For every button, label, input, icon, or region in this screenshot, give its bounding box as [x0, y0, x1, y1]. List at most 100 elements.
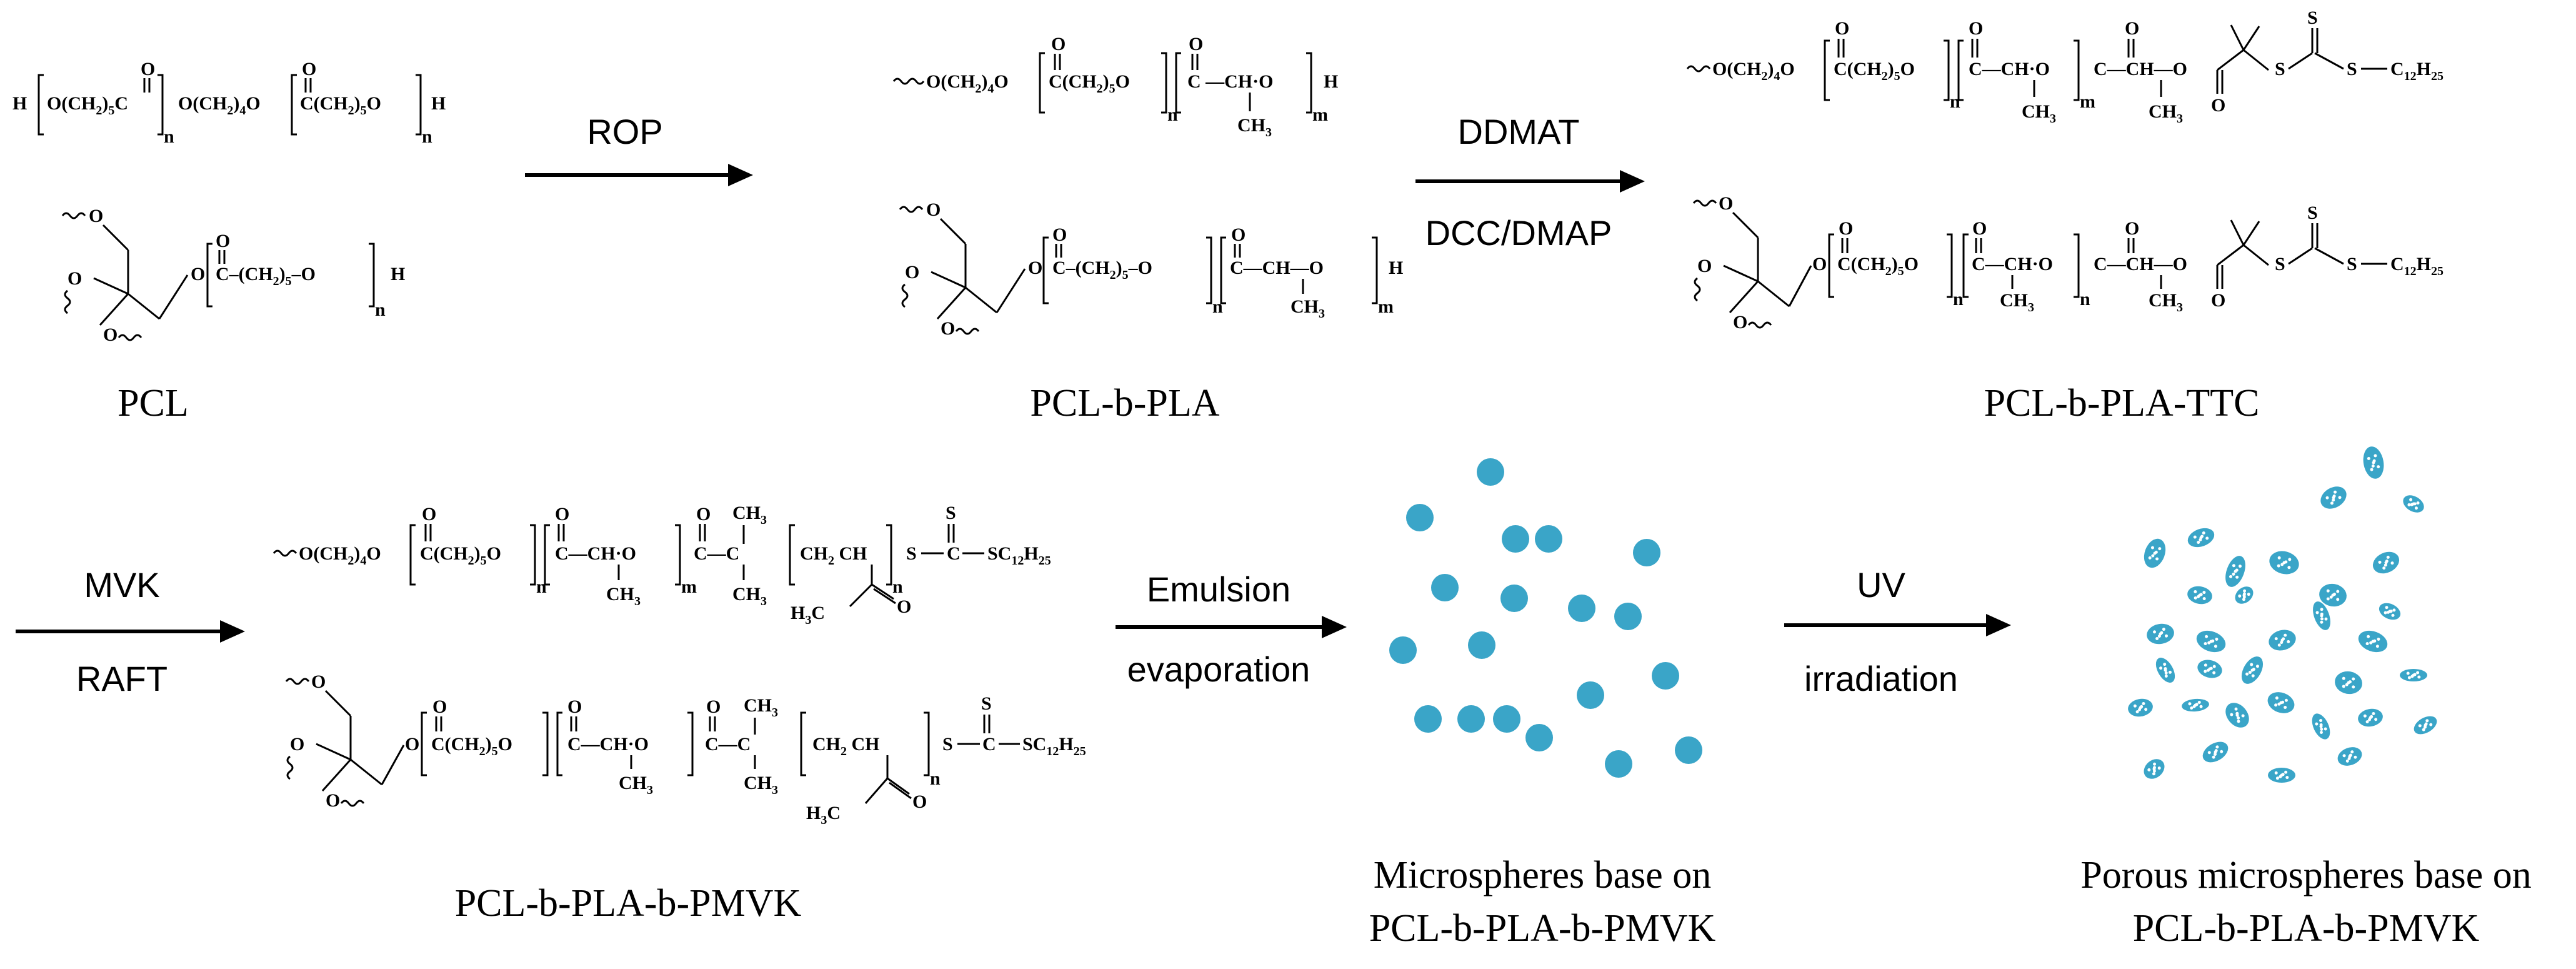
- svg-text:S: S: [2347, 254, 2357, 274]
- pore: [2372, 711, 2375, 715]
- microsphere: [1614, 603, 1642, 630]
- pore: [2417, 675, 2421, 679]
- pore: [2188, 702, 2192, 706]
- porous-microspheres-cluster: [2128, 446, 2437, 783]
- svg-text:S: S: [942, 734, 953, 755]
- pore: [2332, 593, 2336, 596]
- pore: [2212, 665, 2216, 668]
- svg-text:CH3: CH3: [732, 503, 767, 527]
- pore: [2422, 728, 2425, 731]
- pore: [2214, 749, 2218, 753]
- svg-text:n: n: [1953, 289, 1964, 309]
- svg-text:O: O: [1051, 34, 1066, 54]
- svg-text:H: H: [391, 264, 405, 284]
- svg-text:O: O: [1697, 256, 1712, 276]
- pore: [2284, 706, 2287, 710]
- svg-text:C–(CH2)5–O: C–(CH2)5–O: [1052, 258, 1152, 282]
- pore: [2372, 459, 2376, 463]
- pore: [2163, 663, 2167, 666]
- pore: [2332, 498, 2335, 502]
- microsphere: [1525, 724, 1553, 751]
- svg-text:m: m: [1312, 104, 1328, 125]
- porous-microsphere: [2197, 660, 2222, 678]
- pore: [2332, 495, 2336, 498]
- svg-text:O(CH2)4O: O(CH2)4O: [178, 93, 261, 118]
- svg-text:O: O: [103, 324, 117, 345]
- pore: [2320, 612, 2324, 616]
- pore: [2315, 722, 2319, 726]
- pore: [2200, 535, 2204, 538]
- pore: [2336, 590, 2340, 593]
- porous-microsphere: [2379, 603, 2401, 620]
- pore: [2205, 536, 2209, 540]
- pore: [2424, 722, 2428, 726]
- microsphere: [1477, 458, 1504, 486]
- svg-text:O: O: [567, 696, 582, 717]
- microsphere: [1652, 662, 1679, 690]
- pore: [2385, 606, 2389, 610]
- pore: [2281, 700, 2285, 704]
- pore: [2363, 714, 2367, 718]
- porous-microsphere: [2320, 486, 2347, 509]
- svg-text:O: O: [1189, 34, 1203, 54]
- pore: [2133, 704, 2137, 708]
- pore: [2324, 617, 2328, 621]
- microsphere: [1431, 574, 1459, 601]
- pore: [2206, 668, 2210, 672]
- svg-text:n: n: [2080, 289, 2090, 309]
- svg-text:O(CH2)5C: O(CH2)5C: [47, 93, 128, 118]
- pore: [2345, 683, 2349, 686]
- svg-text:O: O: [926, 199, 941, 220]
- microsphere: [1577, 681, 1604, 709]
- svg-text:H3C: H3C: [806, 803, 841, 827]
- pore: [2280, 563, 2284, 566]
- pore: [2325, 496, 2329, 500]
- pore: [2336, 598, 2340, 601]
- svg-text:CH3: CH3: [619, 773, 653, 797]
- microsphere: [1675, 736, 1702, 764]
- pore: [2211, 639, 2215, 643]
- label-porous-line2: PCL-b-PLA-b-PMVK: [2133, 907, 2480, 950]
- pore: [2248, 670, 2252, 674]
- svg-text:C12H25: C12H25: [2390, 254, 2444, 278]
- arrow-ddmat-top-label: DDMAT: [1458, 112, 1580, 151]
- svg-text:O: O: [912, 791, 927, 812]
- pore: [2235, 568, 2239, 572]
- pore: [2157, 635, 2161, 638]
- pore: [2159, 666, 2163, 670]
- arrow-uv-irradiation: UV irradiation: [1784, 565, 2011, 698]
- pore: [2320, 608, 2324, 611]
- pore: [2319, 723, 2323, 726]
- pore: [2164, 634, 2168, 638]
- microsphere: [1605, 750, 1632, 778]
- svg-text:S: S: [2275, 254, 2285, 274]
- pore: [2190, 706, 2194, 710]
- pore: [2162, 628, 2165, 631]
- pore: [2370, 715, 2374, 718]
- pore: [2368, 718, 2372, 721]
- pore: [2152, 769, 2156, 773]
- svg-text:O: O: [191, 264, 205, 284]
- pore: [2274, 637, 2278, 641]
- svg-text:S: S: [2307, 8, 2318, 28]
- svg-text:CH3: CH3: [744, 773, 778, 797]
- svg-text:O: O: [1972, 218, 1987, 239]
- pore: [2204, 670, 2207, 673]
- svg-text:H: H: [12, 93, 27, 114]
- porous-microsphere: [2269, 551, 2299, 575]
- arrow-evaporation-label: evaporation: [1127, 650, 1310, 689]
- pcl-linear-structure: H O(CH2)5C O n O(CH2)4O C(CH2)5O O n H: [12, 59, 446, 147]
- pore: [2243, 589, 2247, 593]
- pore: [2285, 776, 2289, 780]
- svg-text:CH3: CH3: [2000, 290, 2034, 314]
- svg-text:n: n: [892, 576, 903, 597]
- svg-text:m: m: [1378, 296, 1394, 317]
- porous-microsphere: [2155, 658, 2175, 683]
- porous-microsphere: [2241, 656, 2264, 684]
- svg-text:C(CH2)5O: C(CH2)5O: [1834, 59, 1915, 83]
- pore: [2277, 643, 2281, 647]
- pore: [2168, 670, 2172, 674]
- microsphere: [1414, 705, 1442, 733]
- arrow-irradiation-label: irradiation: [1804, 659, 1958, 698]
